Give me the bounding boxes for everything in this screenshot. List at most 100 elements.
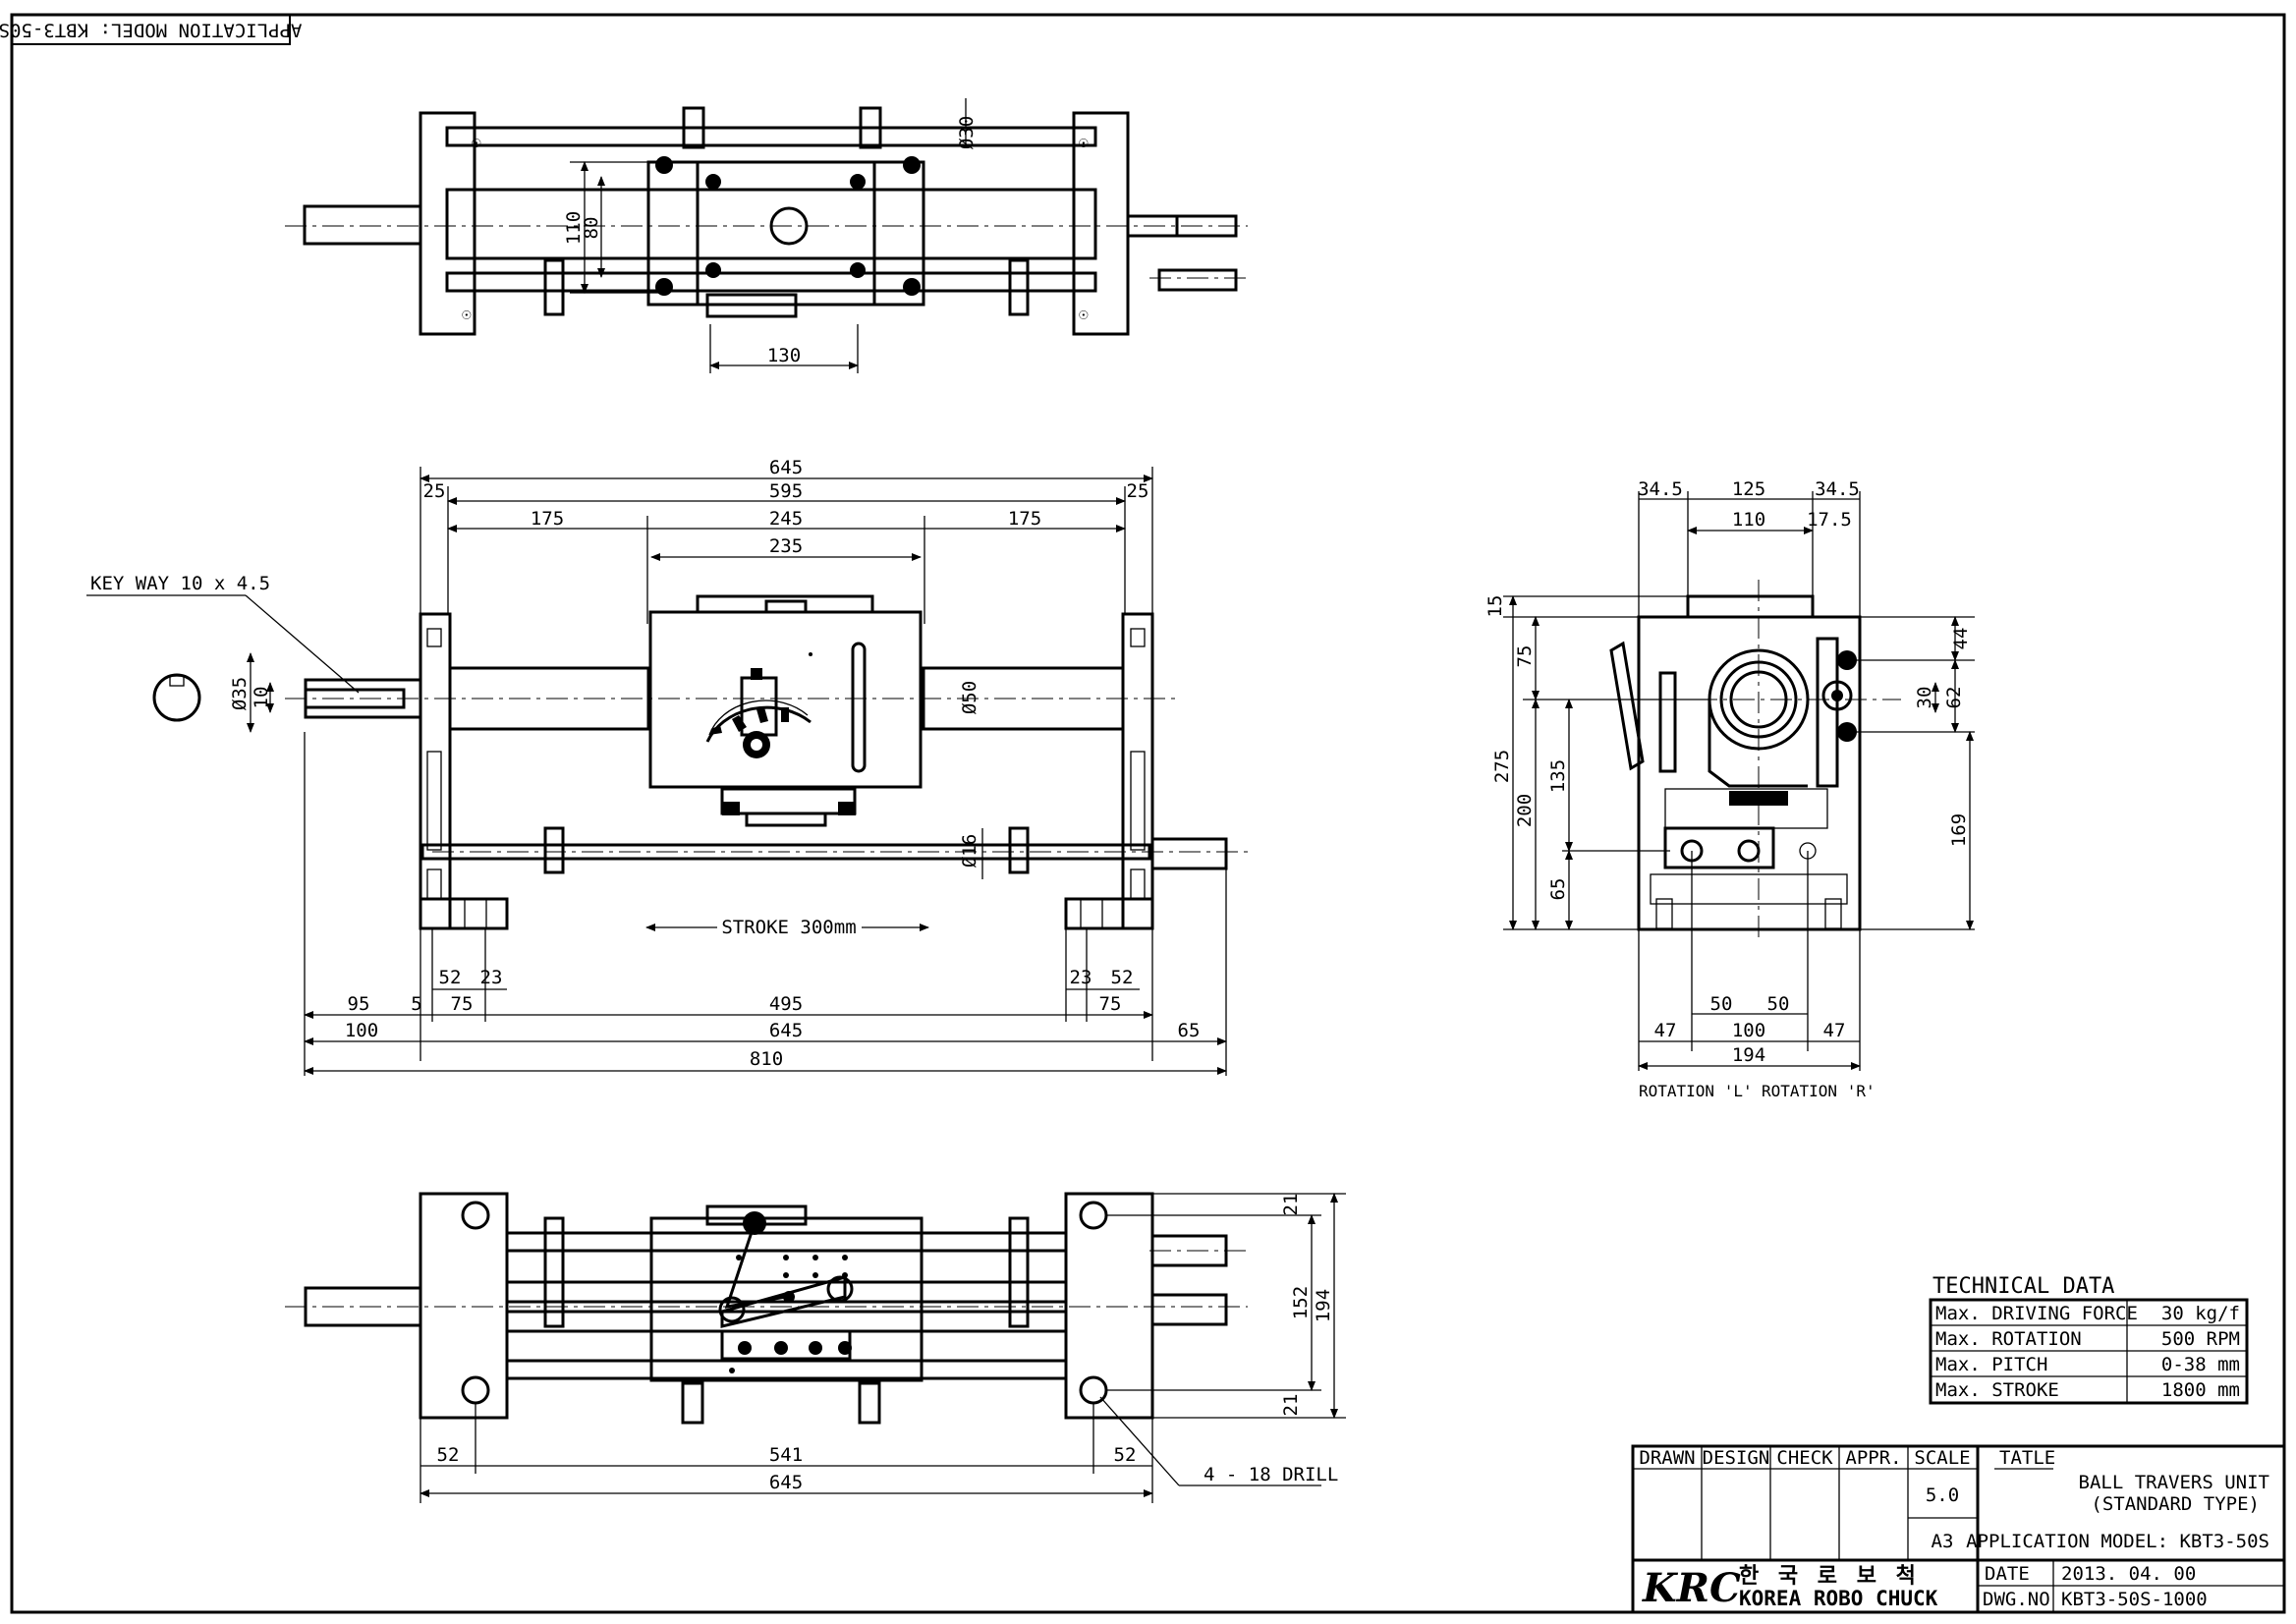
dim-d16: Ø16 xyxy=(959,834,980,868)
dim-d50: Ø50 xyxy=(959,681,980,714)
tech-row-value-1: 500 RPM xyxy=(2161,1328,2240,1350)
tb-title-line1: BALL TRAVERS UNIT xyxy=(2079,1472,2269,1493)
application-model-banner: APPLICATION MODEL: KBT3-50S xyxy=(0,14,302,45)
dim-75-left: 75 xyxy=(451,993,474,1015)
dim-65-side: 65 xyxy=(1547,878,1569,901)
front-view: 645 595 25 25 175 245 175 235 KEY WAY 10… xyxy=(86,457,1248,1076)
technical-data-table: TECHNICAL DATA Max. DRIVING FORCE 30 kg/… xyxy=(1929,1274,2249,1405)
dim-194-side: 194 xyxy=(1732,1044,1765,1066)
side-view: 34.5 125 34.5 110 17.5 15 275 75 200 135… xyxy=(1484,478,1975,1100)
svg-text:☉: ☉ xyxy=(1079,305,1089,323)
dim-34-5-left: 34.5 xyxy=(1638,478,1683,500)
dim-34-5-right: 34.5 xyxy=(1815,478,1860,500)
dim-110: 110 xyxy=(563,211,585,245)
dim-15: 15 xyxy=(1484,595,1506,618)
svg-text:☉: ☉ xyxy=(1079,133,1089,151)
dim-194: 194 xyxy=(1313,1289,1334,1322)
dim-d30: Ø30 xyxy=(956,116,978,149)
dim-175-left: 175 xyxy=(531,508,564,530)
dim-200: 200 xyxy=(1514,794,1536,827)
dim-595: 595 xyxy=(769,480,803,502)
dim-47-right: 47 xyxy=(1823,1020,1846,1041)
tb-paper-size: A3 xyxy=(1932,1531,1954,1552)
tb-tatle-label: TATLE xyxy=(1999,1447,2055,1469)
dim-95: 95 xyxy=(348,993,370,1015)
dim-30-side: 30 xyxy=(1914,687,1935,709)
dim-d35: Ø35 xyxy=(229,677,251,710)
dim-50-left: 50 xyxy=(1710,993,1733,1015)
dim-130: 130 xyxy=(767,345,801,366)
dim-50-right: 50 xyxy=(1767,993,1790,1015)
drill-label: 4 - 18 DRILL xyxy=(1204,1464,1338,1485)
svg-text:☉: ☉ xyxy=(462,305,472,323)
dim-75-side: 75 xyxy=(1514,645,1536,668)
dim-44: 44 xyxy=(1950,628,1972,650)
dim-235: 235 xyxy=(769,535,803,557)
tb-header-drawn: DRAWN xyxy=(1639,1447,1695,1469)
krc-logo: KRC xyxy=(1642,1565,1741,1611)
dim-52-bottom-right: 52 xyxy=(1114,1444,1137,1466)
dim-10: 10 xyxy=(251,687,272,709)
stroke-label: STROKE 300mm xyxy=(721,917,856,938)
dim-275: 275 xyxy=(1491,750,1513,783)
tech-row-value-0: 30 kg/f xyxy=(2161,1303,2240,1324)
tech-row-label-1: Max. ROTATION xyxy=(1935,1328,2082,1350)
dim-645-bottom: 645 xyxy=(769,1020,803,1041)
dim-645-top: 645 xyxy=(769,457,803,478)
dim-52-left: 52 xyxy=(439,967,462,988)
dim-541: 541 xyxy=(769,1444,803,1466)
dim-495: 495 xyxy=(769,993,803,1015)
tb-header-check: CHECK xyxy=(1776,1447,1833,1469)
dim-100: 100 xyxy=(345,1020,378,1041)
dim-65: 65 xyxy=(1178,1020,1201,1041)
tb-header-design: DESIGN xyxy=(1703,1447,1770,1469)
dim-23-right: 23 xyxy=(1070,967,1092,988)
dim-25-left: 25 xyxy=(423,480,446,502)
tb-date-value: 2013. 04. 00 xyxy=(2061,1563,2196,1585)
rotation-r-label: ROTATION 'R' xyxy=(1762,1082,1876,1100)
tb-dwg-label: DWG.NO xyxy=(1983,1589,2050,1610)
dim-23-left: 23 xyxy=(480,967,503,988)
dim-5: 5 xyxy=(411,993,421,1015)
dim-21-bottom: 21 xyxy=(1280,1394,1302,1417)
tb-date-label: DATE xyxy=(1985,1563,2030,1585)
svg-text:☉: ☉ xyxy=(472,133,481,151)
rotation-l-label: ROTATION 'L' xyxy=(1639,1082,1753,1100)
tb-header-scale: SCALE xyxy=(1914,1447,1970,1469)
dim-52-right: 52 xyxy=(1111,967,1134,988)
tech-row-label-3: Max. STROKE xyxy=(1935,1379,2059,1401)
bottom-view: 21 152 194 21 52 541 52 645 4 - 18 DRILL xyxy=(285,1192,1346,1503)
application-model-banner-text: APPLICATION MODEL: KBT3-50S xyxy=(0,20,302,41)
dim-75-right: 75 xyxy=(1099,993,1122,1015)
dim-17-5: 17.5 xyxy=(1807,509,1852,531)
tb-scale-value: 5.0 xyxy=(1926,1484,1959,1506)
dim-152: 152 xyxy=(1290,1286,1312,1319)
tech-row-value-3: 1800 mm xyxy=(2161,1379,2240,1401)
drawing-border xyxy=(10,13,2286,1614)
dim-47-left: 47 xyxy=(1654,1020,1677,1041)
dim-125: 125 xyxy=(1732,478,1765,500)
dim-25-right: 25 xyxy=(1127,480,1149,502)
dim-62: 62 xyxy=(1943,687,1965,709)
dim-645-bottom-view: 645 xyxy=(769,1472,803,1493)
dim-245: 245 xyxy=(769,508,803,530)
top-view: ☉ ☉ ☉ ☉ 130 110 80 Ø30 xyxy=(285,98,1248,373)
dim-100-side: 100 xyxy=(1732,1020,1765,1041)
keyway-label: KEY WAY 10 x 4.5 xyxy=(90,573,270,594)
tech-row-value-2: 0-38 mm xyxy=(2161,1354,2240,1375)
tech-row-label-2: Max. PITCH xyxy=(1935,1354,2047,1375)
dim-110-side: 110 xyxy=(1732,509,1765,531)
dim-52-bottom-left: 52 xyxy=(437,1444,460,1466)
dim-80: 80 xyxy=(581,217,602,240)
technical-data-title: TECHNICAL DATA xyxy=(1932,1274,2114,1299)
dim-21-top: 21 xyxy=(1280,1194,1302,1216)
dim-810: 810 xyxy=(750,1048,783,1070)
company-korean: 한 국 로 보 척 xyxy=(1739,1564,1922,1589)
tech-row-label-0: Max. DRIVING FORCE xyxy=(1935,1303,2138,1324)
company-english: KOREA ROBO CHUCK xyxy=(1739,1587,1938,1610)
tb-title-line2: (STANDARD TYPE) xyxy=(2091,1493,2260,1515)
dim-135: 135 xyxy=(1547,759,1569,793)
tb-app-model: APPLICATION MODEL: KBT3-50S xyxy=(1966,1531,2269,1552)
tb-header-appr: APPR. xyxy=(1845,1447,1901,1469)
